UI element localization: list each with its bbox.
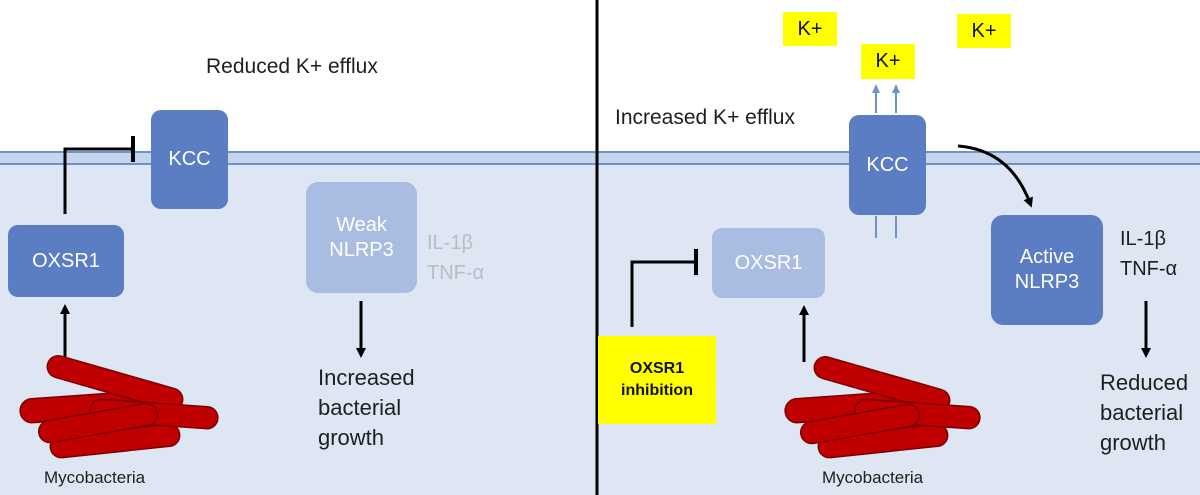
k-ion-badge-2: K+ — [957, 14, 1011, 48]
right-outcome-line2: bacterial — [1100, 400, 1184, 425]
left-membrane — [0, 151, 596, 165]
left-mycobacteria-label: Mycobacteria — [44, 468, 146, 487]
left-nlrp3-box — [306, 182, 417, 293]
k-ion-badge-1: K+ — [783, 12, 837, 46]
right-inhibition-line — [630, 260, 695, 327]
right-outcome-line1: Reduced — [1100, 370, 1189, 395]
left-kcc-box — [151, 110, 228, 209]
left-outcome-line2: bacterial — [318, 395, 402, 420]
left-cytokine-il1b: IL-1β — [427, 232, 473, 254]
left-kcc-label: KCC — [168, 148, 211, 170]
right-efflux-label: Increased K+ efflux — [615, 106, 795, 129]
left-mycobacteria-icon — [19, 354, 219, 459]
right-nlrp3-label: Active NLRP3 — [991, 215, 1103, 325]
right-kcc-label: KCC — [866, 153, 909, 176]
left-inhibition-line — [63, 147, 133, 214]
right-mycobacteria-icon — [784, 355, 981, 459]
left-nlrp3-line2: NLRP3 — [329, 238, 394, 261]
right-nlrp3-line1: Active — [1019, 246, 1075, 268]
right-oxsr1-box — [712, 228, 825, 298]
right-cytokine-tnfa: TNF-α — [1120, 258, 1178, 280]
right-oxsr1-label: OXSR1 — [734, 251, 803, 274]
left-outcome-line3: growth — [318, 425, 385, 450]
inhibition-line2: inhibition — [621, 382, 693, 399]
left-nlrp3-label: Weak NLRP3 — [306, 182, 417, 293]
right-nlrp3-box — [991, 215, 1103, 325]
left-outcome-line1: Increased — [318, 365, 415, 390]
left-oxsr1-box — [8, 225, 124, 297]
left-cytokine-tnfa: TNF-α — [427, 262, 485, 284]
right-cytokine-il1b: IL-1β — [1120, 228, 1166, 250]
kcc-to-nlrp3-arrow — [957, 144, 1033, 208]
inhibition-line1: OXSR1 — [629, 360, 685, 377]
k-ion-badge-3: K+ — [861, 44, 915, 79]
right-kcc-box — [849, 115, 926, 215]
right-mycobacteria-label: Mycobacteria — [822, 468, 924, 487]
left-outcome: Increased bacterial growth — [318, 363, 415, 453]
right-outcome-line3: growth — [1100, 430, 1167, 455]
left-nlrp3-line1: Weak — [336, 213, 387, 236]
left-oxsr1-label: OXSR1 — [32, 249, 100, 272]
right-outcome: Reduced bacterial growth — [1100, 368, 1188, 458]
right-nlrp3-line2: NLRP3 — [1014, 271, 1080, 293]
oxsr1-inhibition-badge: OXSR1 inhibition — [598, 336, 716, 424]
left-efflux-label: Reduced K+ efflux — [206, 55, 378, 78]
